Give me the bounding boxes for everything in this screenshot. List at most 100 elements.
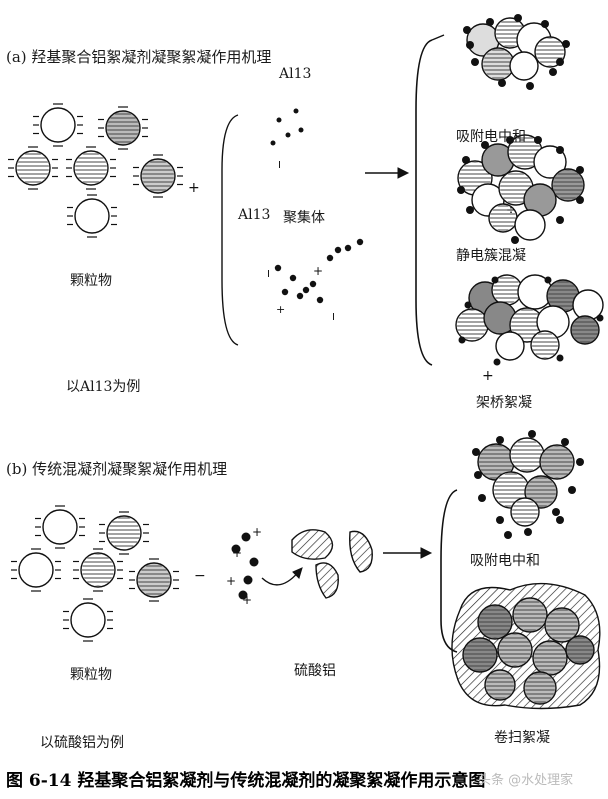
- sulfate-label: 硫酸铝: [294, 663, 336, 679]
- polymer-dot: [493, 358, 501, 366]
- polymer-dot: [298, 127, 304, 133]
- result-b-2: 卷扫絮凝: [494, 730, 550, 746]
- polymer-dot: [289, 274, 297, 282]
- sign-mark: +: [242, 593, 252, 607]
- particle-stripes: [511, 309, 543, 341]
- particle-stripes: [490, 205, 516, 231]
- particle-stripes: [548, 281, 578, 311]
- particle-stripes: [486, 671, 514, 699]
- polymer-dot: [526, 82, 534, 90]
- particle-stripes: [536, 38, 564, 66]
- polymer-dot: [496, 436, 504, 444]
- polymer-dot: [241, 532, 251, 542]
- particle-stripes: [108, 517, 140, 549]
- particle-stripes: [572, 317, 598, 343]
- polymer-dot: [471, 58, 479, 66]
- polymer-dot: [562, 40, 570, 48]
- polymer-dot: [463, 26, 471, 34]
- result-a-2: 静电簇混凝: [456, 248, 526, 264]
- path: [221, 114, 239, 346]
- hydroxide-floc: [349, 530, 373, 573]
- polymer-dot: [478, 494, 486, 502]
- polymer-dot: [326, 254, 334, 262]
- particle-stripes: [525, 673, 555, 703]
- polymer-dot: [296, 292, 304, 300]
- sign-mark: +: [276, 303, 285, 316]
- particle-stripes: [142, 160, 174, 192]
- al13-top-label: Al13: [279, 66, 312, 82]
- polymer-dot: [270, 140, 276, 146]
- particle: [74, 198, 110, 234]
- particle-stripes: [526, 477, 556, 507]
- polymer-dot: [506, 136, 514, 144]
- polymer-dot: [541, 20, 549, 28]
- particle: [42, 509, 78, 545]
- particle-stripes: [514, 599, 546, 631]
- particle: [495, 331, 525, 361]
- particles-label-b: 颗粒物: [70, 667, 112, 683]
- particle-stripes: [553, 170, 583, 200]
- polymer-dot: [458, 336, 466, 344]
- path: [420, 547, 433, 559]
- result-a-3: 架桥絮凝: [476, 395, 532, 411]
- polymer-dot: [576, 166, 584, 174]
- sign-mark: I: [278, 160, 281, 171]
- particle-stripes: [499, 634, 531, 666]
- path: [397, 167, 410, 179]
- result-a-1: 吸附电中和: [456, 129, 526, 145]
- sign-mark: +: [188, 180, 200, 196]
- polymer-dot: [486, 18, 494, 26]
- polymer-dot: [549, 68, 557, 76]
- polymer-dot: [561, 438, 569, 446]
- polymer-dot: [481, 141, 489, 149]
- polymer-dot: [504, 531, 512, 539]
- sign-mark: +: [226, 574, 236, 588]
- particle-stripes: [75, 152, 107, 184]
- polymer-dot: [514, 14, 522, 22]
- particle: [70, 602, 106, 638]
- polymer-dot: [556, 516, 564, 524]
- polymer-dot: [496, 516, 504, 524]
- polymer-dot: [576, 458, 584, 466]
- particle-stripes: [483, 49, 513, 79]
- sign-mark: +: [252, 525, 262, 539]
- particle-stripes: [464, 639, 496, 671]
- particle-stripes: [138, 564, 170, 596]
- figure-caption: 图 6-14 羟基聚合铝絮凝剂与传统混凝剂的凝聚絮凝作用示意图: [6, 771, 486, 791]
- sign-mark: −: [194, 568, 206, 584]
- example-label-a: 以Al13为例: [66, 379, 141, 395]
- polymer-dot: [472, 448, 480, 456]
- watermark: 头条 @水处理家: [478, 773, 574, 788]
- polymer-dot: [568, 486, 576, 494]
- polymer-dot: [556, 354, 564, 362]
- polymer-dot: [274, 264, 282, 272]
- polymer-dot: [281, 288, 289, 296]
- particle-stripes: [82, 554, 114, 586]
- particle: [18, 552, 54, 588]
- polymer-dot: [464, 301, 472, 309]
- polymer-dot: [285, 132, 291, 138]
- polymer-dot: [243, 575, 253, 585]
- polymer-dot: [491, 276, 499, 284]
- particle-stripes: [512, 499, 538, 525]
- sign-mark: +: [232, 546, 242, 560]
- polymer-dot: [238, 590, 248, 600]
- particle: [40, 107, 76, 143]
- particle-stripes: [541, 446, 573, 478]
- particles-label-a: 颗粒物: [70, 273, 112, 289]
- particle-stripes: [17, 152, 49, 184]
- particle-stripes: [567, 637, 593, 663]
- polymer-dot: [466, 41, 474, 49]
- polymer-dot: [528, 430, 536, 438]
- polymer-dot: [524, 528, 532, 536]
- polymer-dot: [511, 236, 519, 244]
- sign-mark: I: [332, 312, 335, 323]
- particle-stripes: [479, 445, 513, 479]
- particle-stripes: [509, 136, 541, 168]
- polymer-dot: [293, 108, 299, 114]
- hydroxide-floc: [291, 529, 334, 560]
- polymer-dot: [356, 238, 364, 246]
- particle-stripes: [479, 606, 511, 638]
- particle: [533, 145, 567, 179]
